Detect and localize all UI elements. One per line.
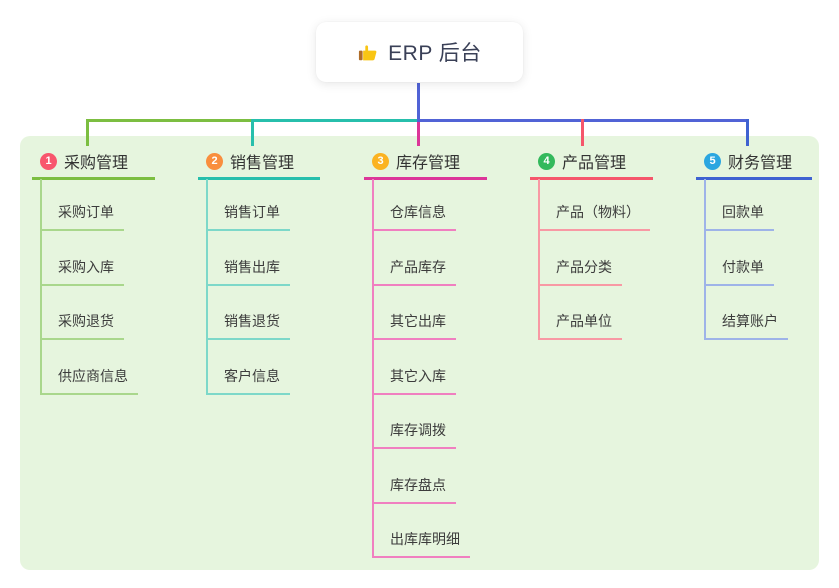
drop-line-finance xyxy=(746,119,749,146)
badge-1: 1 xyxy=(40,152,57,170)
bus-segment-purchase xyxy=(86,119,253,122)
branch-header-finance[interactable]: 5 财务管理 xyxy=(696,151,812,180)
branch-trunk-line xyxy=(704,179,706,340)
root-node-erp-backend[interactable]: ERP 后台 xyxy=(316,22,523,82)
badge-5: 5 xyxy=(704,152,721,170)
bus-segment-sales xyxy=(253,119,417,122)
branch-label: 销售管理 xyxy=(230,155,295,172)
node-sales-return[interactable]: 销售退货 xyxy=(206,313,290,340)
root-node-label: ERP 后台 xyxy=(388,42,482,65)
node-payment-slip[interactable]: 付款单 xyxy=(704,259,774,286)
node-stock-count[interactable]: 库存盘点 xyxy=(372,477,456,504)
branch-header-inventory[interactable]: 3 库存管理 xyxy=(364,151,487,180)
node-purchase-inbound[interactable]: 采购入库 xyxy=(40,259,124,286)
root-connector-line xyxy=(417,83,420,119)
branch-label: 财务管理 xyxy=(728,155,793,172)
node-sales-outbound[interactable]: 销售出库 xyxy=(206,259,290,286)
branch-trunk-line xyxy=(40,179,42,395)
thumbs-up-icon xyxy=(357,42,378,63)
branch-header-product[interactable]: 4 产品管理 xyxy=(530,151,653,180)
node-product-category[interactable]: 产品分类 xyxy=(538,259,622,286)
node-customer-info[interactable]: 客户信息 xyxy=(206,368,290,395)
node-sales-order[interactable]: 销售订单 xyxy=(206,204,290,231)
branches-background-panel xyxy=(20,136,819,570)
node-other-inbound[interactable]: 其它入库 xyxy=(372,368,456,395)
node-product-unit[interactable]: 产品单位 xyxy=(538,313,622,340)
drop-line-inventory xyxy=(417,122,420,146)
badge-3: 3 xyxy=(372,152,389,170)
branch-header-sales[interactable]: 2 销售管理 xyxy=(198,151,320,180)
node-product-stock[interactable]: 产品库存 xyxy=(372,259,456,286)
node-supplier-info[interactable]: 供应商信息 xyxy=(40,368,138,395)
node-product-material[interactable]: 产品（物料） xyxy=(538,204,650,231)
branch-trunk-line xyxy=(206,179,208,395)
branch-trunk-line xyxy=(372,179,374,558)
node-receipt-slip[interactable]: 回款单 xyxy=(704,204,774,231)
node-warehouse-info[interactable]: 仓库信息 xyxy=(372,204,456,231)
branch-label: 产品管理 xyxy=(562,155,627,172)
node-other-outbound[interactable]: 其它出库 xyxy=(372,313,456,340)
drop-line-product xyxy=(581,119,584,146)
branch-label: 采购管理 xyxy=(64,155,129,172)
branch-trunk-line xyxy=(538,179,540,340)
node-settlement-account[interactable]: 结算账户 xyxy=(704,313,788,340)
node-stock-transfer[interactable]: 库存调拨 xyxy=(372,422,456,449)
branch-label: 库存管理 xyxy=(396,155,461,172)
badge-4: 4 xyxy=(538,152,555,170)
node-purchase-order[interactable]: 采购订单 xyxy=(40,204,124,231)
node-purchase-return[interactable]: 采购退货 xyxy=(40,313,124,340)
drop-line-purchase xyxy=(86,119,89,146)
branch-header-purchase[interactable]: 1 采购管理 xyxy=(32,151,155,180)
badge-2: 2 xyxy=(206,152,223,170)
node-outbound-detail[interactable]: 出库库明细 xyxy=(372,531,470,558)
drop-line-sales xyxy=(251,119,254,146)
